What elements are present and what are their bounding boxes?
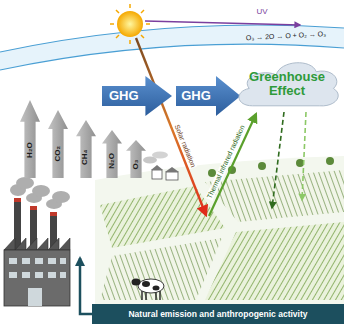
- gas-arrow-text: N₂O: [108, 153, 116, 169]
- gas-arrow-outline: [102, 130, 122, 178]
- gas-arrow-shape: [48, 110, 68, 178]
- emission-bar-text: Natural emission and anthropogenic activ…: [128, 310, 307, 319]
- field: [100, 238, 222, 300]
- gas-arrow-shape: [76, 120, 96, 178]
- uv-label: UV: [255, 8, 268, 17]
- thermal-ray: [209, 114, 256, 216]
- gas-arrow-outline: [76, 120, 96, 178]
- ghg-arrow-outline: [102, 76, 172, 116]
- ozone-equation: O₃ → 2O → O + O₂ → O₃: [245, 30, 327, 42]
- gas-arrow-text: CH₄: [82, 149, 90, 164]
- factory: [4, 177, 70, 306]
- gas-arrow-outline: [126, 140, 146, 178]
- field: [205, 222, 344, 300]
- greenhouse-cloud: Greenhouse Effect: [233, 50, 341, 112]
- emission-pointer: [80, 258, 92, 314]
- sun: [117, 11, 143, 37]
- emission-bar: Natural emission and anthropogenic activ…: [92, 304, 344, 324]
- sun-rays: [110, 4, 150, 44]
- uv-ray: [145, 21, 300, 25]
- cow: [132, 279, 165, 301]
- back-radiation: [272, 112, 284, 208]
- gas-arrow: CO₂: [48, 110, 68, 178]
- gas-arrow-shape: [20, 100, 40, 178]
- ghg-arrow: GHG: [102, 76, 172, 116]
- gas-arrow: CH₄: [76, 120, 96, 178]
- gas-arrow-text: CO₂: [54, 146, 62, 162]
- ghg-arrow-text: GHG: [109, 89, 139, 103]
- village: [143, 152, 179, 181]
- gas-arrow: N₂O: [102, 130, 122, 178]
- gas-arrow: H₂O: [20, 100, 40, 178]
- gas-arrow-text: H₂O: [26, 142, 34, 158]
- ghg-arrow: GHG: [176, 76, 241, 116]
- greenhouse-cloud-outline: [239, 63, 338, 106]
- ghg-arrow-text: GHG: [181, 89, 211, 103]
- solar-ray: [136, 38, 206, 215]
- thermal-ir-label: Thermal infrared radiation: [205, 123, 247, 201]
- solar-radiation-label: Solar radiation: [173, 123, 198, 170]
- gas-arrow-shape: [126, 140, 146, 178]
- gas-arrow-outline: [48, 110, 68, 178]
- gas-arrow-text: O₃: [132, 159, 140, 169]
- gas-arrow-outline: [20, 100, 40, 178]
- ghg-arrow-outline: [176, 76, 241, 116]
- atmosphere-line: [0, 25, 344, 52]
- gas-arrow: O₃: [126, 140, 146, 178]
- back-radiation: [302, 112, 306, 200]
- greenhouse-cloud-text: Greenhouse Effect: [242, 70, 332, 97]
